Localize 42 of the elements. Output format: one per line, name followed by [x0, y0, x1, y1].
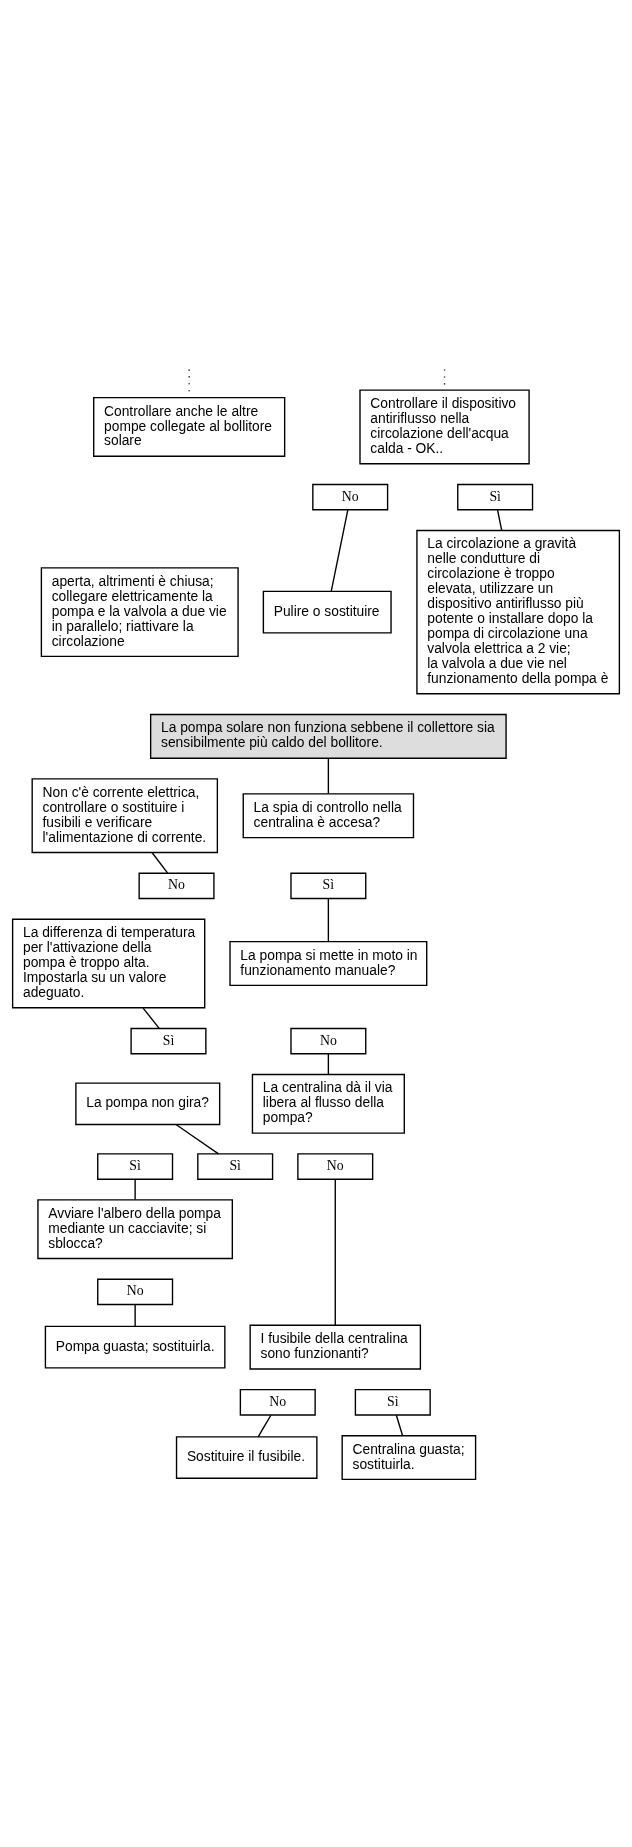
node-box: No [312, 483, 389, 510]
node-box: Sì [97, 1152, 174, 1180]
connector [327, 897, 330, 942]
connector [142, 1006, 160, 1029]
connector [151, 851, 169, 874]
node-box: No [138, 872, 215, 899]
node-box: No [97, 1278, 174, 1305]
node-box: La pompa non gira? [75, 1081, 221, 1125]
connector [327, 1052, 330, 1075]
node-box: Controllare anche le altre pompe collegate al bollitore solare [93, 396, 286, 457]
node-box: Sì [457, 483, 534, 510]
node-box: Centralina guasta; sostituirla. [341, 1434, 477, 1480]
node-box: La circolazione a gravità nelle condutture di circolazione è troppo elevata, utilizzare un dispositivo antiriflusso più potente o installare dopo la pompa di circolazione una valvola elettrica a 2 vie; la valvola a due vie nel funzionamento della pompa è [416, 529, 621, 694]
connector [496, 508, 503, 531]
node-box: Pompa guasta; sostituirla. [44, 1325, 226, 1368]
connector [395, 1414, 404, 1436]
node-box: La centralina dà il via libera al flusso della pompa? [251, 1073, 405, 1134]
node-box: La differenza di temperatura per l'attivazione della pompa è troppo alta. Impostarla su un valore adeguato. [11, 918, 206, 1008]
node-box: Non c'è corrente elettrica, controllare o sostituire i fusibili e verificare l'alimentazione di corrente. [31, 777, 219, 853]
connector [334, 1178, 336, 1326]
node-box: Sì [130, 1027, 207, 1054]
connector [257, 1414, 272, 1437]
node-box: Sì [290, 872, 367, 899]
node-box: No [290, 1027, 367, 1054]
node-box: La spia di controllo nella centralina è accesa? [242, 792, 415, 838]
connector [327, 757, 330, 794]
connector [134, 1303, 136, 1327]
node-box: Sì [354, 1388, 431, 1416]
connector [134, 1178, 136, 1200]
node-box: La pompa si mette in moto in funzionamento manuale? [229, 940, 428, 986]
node-box: No [297, 1152, 374, 1180]
connector [175, 1123, 220, 1155]
node-box: La pompa solare non funziona sebbene il collettore sia sensibilmente più caldo del bollitore. [149, 713, 507, 759]
node-box: Avviare l'albero della pompa mediante un cacciavite; si sblocca? [37, 1198, 233, 1259]
node-box: Sostituire il fusibile. [175, 1435, 318, 1479]
node-box: Sì [197, 1152, 274, 1180]
node-box: No [239, 1388, 316, 1416]
node-box: aperta, altrimenti è chiusa; collegare elettricamente la pompa e la valvola a due vie in parallelo; riattivare la circolazione [40, 566, 239, 657]
node-box: Controllare il dispositivo antiriflusso nella circolazione dell'acqua calda - OK.. [359, 388, 530, 464]
node-box: I fusibile della centralina sono funzionanti? [249, 1324, 422, 1370]
node-box: Pulire o sostituire [262, 590, 392, 634]
connector [330, 508, 349, 592]
